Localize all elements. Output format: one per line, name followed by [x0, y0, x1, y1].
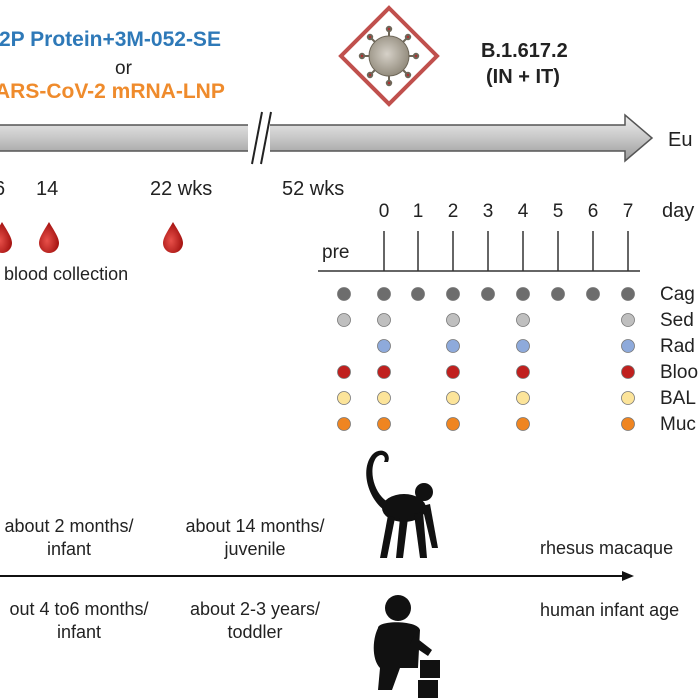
- schedule-dot: [446, 417, 460, 431]
- schedule-dot: [411, 287, 425, 301]
- day-tick-label: 2: [447, 201, 459, 222]
- row-label: Sed: [660, 310, 694, 331]
- schedule-dot: [446, 287, 460, 301]
- day-tick-label: 5: [552, 201, 564, 222]
- schedule-dot: [446, 391, 460, 405]
- vaccine-protein-label: -2P Protein+3M-052-SE: [0, 28, 221, 51]
- day-tick-label: 4: [517, 201, 529, 222]
- schedule-dot: [337, 287, 351, 301]
- schedule-dot: [446, 339, 460, 353]
- schedule-dot: [516, 313, 530, 327]
- day-tick-label: 7: [622, 201, 634, 222]
- schedule-dot: [516, 417, 530, 431]
- toddler-icon: [373, 595, 440, 698]
- schedule-dot: [621, 287, 635, 301]
- schedule-grid: [318, 231, 640, 272]
- schedule-dot: [377, 391, 391, 405]
- challenge-variant: B.1.617.2: [481, 40, 568, 62]
- schedule-dot: [377, 365, 391, 379]
- monkey-icon: [366, 450, 438, 558]
- schedule-dot: [551, 287, 565, 301]
- schedule-dot: [446, 365, 460, 379]
- week-label: 14: [36, 178, 59, 200]
- week-label: 52 wks: [282, 178, 345, 200]
- row-label: Rad: [660, 336, 695, 357]
- vaccine-or-label: or: [115, 58, 132, 79]
- blood-drop-icon: [163, 222, 183, 253]
- row-label: Cag: [660, 284, 695, 305]
- human-axis-label: human infant age: [540, 600, 680, 620]
- macaque-age-infant: about 2 months/ infant: [4, 516, 134, 559]
- vaccine-mrna-label: ARS-CoV-2 mRNA-LNP: [0, 80, 225, 103]
- macaque-axis-label: rhesus macaque: [540, 538, 674, 558]
- virus-icon: [338, 5, 440, 107]
- day-tick-label: 0: [378, 201, 390, 222]
- schedule-dot: [516, 365, 530, 379]
- day-tick-label: 6: [587, 201, 599, 222]
- day-tick-label: 1: [412, 201, 424, 222]
- human-age-toddler: about 2-3 years/ toddler: [189, 599, 321, 642]
- day-tick-label: 3: [482, 201, 494, 222]
- age-axis-arrow: [0, 571, 634, 581]
- schedule-dot: [377, 313, 391, 327]
- row-label: Bloo: [660, 362, 699, 383]
- schedule-dot: [377, 339, 391, 353]
- schedule-dot: [621, 313, 635, 327]
- schedule-dot: [516, 287, 530, 301]
- week-label: 6: [0, 178, 5, 201]
- blood-drops: [0, 222, 183, 253]
- schedule-dot: [337, 417, 351, 431]
- schedule-dot: [337, 391, 351, 405]
- timeline-arrow: [0, 111, 654, 165]
- row-label: BAL: [660, 388, 696, 409]
- schedule-dot: [586, 287, 600, 301]
- blood-drop-icon: [0, 222, 12, 253]
- schedule-dot: [621, 417, 635, 431]
- schedule-dot: [621, 365, 635, 379]
- schedule-dot: [621, 391, 635, 405]
- blood-collection-label: blood collection: [4, 264, 129, 284]
- schedule-dot: [516, 391, 530, 405]
- schedule-dot: [377, 417, 391, 431]
- challenge-route: (IN + IT): [486, 66, 560, 88]
- schedule-dot: [337, 365, 351, 379]
- schedule-dot: [446, 313, 460, 327]
- schedule-dot: [337, 313, 351, 327]
- pre-label: pre: [322, 242, 350, 263]
- schedule-dots: [337, 287, 635, 431]
- schedule-dot: [377, 287, 391, 301]
- week-label: 22 wks: [150, 178, 213, 200]
- macaque-age-juvenile: about 14 months/ juvenile: [185, 516, 325, 559]
- timeline-end-label: Eu: [668, 129, 693, 151]
- row-label: Muc: [660, 414, 696, 435]
- human-age-infant: out 4 to6 months/ infant: [9, 599, 149, 642]
- blood-drop-icon: [39, 222, 59, 253]
- schedule-dot: [621, 339, 635, 353]
- day-axis-label: day: [662, 200, 695, 222]
- schedule-dot: [481, 287, 495, 301]
- schedule-dot: [516, 339, 530, 353]
